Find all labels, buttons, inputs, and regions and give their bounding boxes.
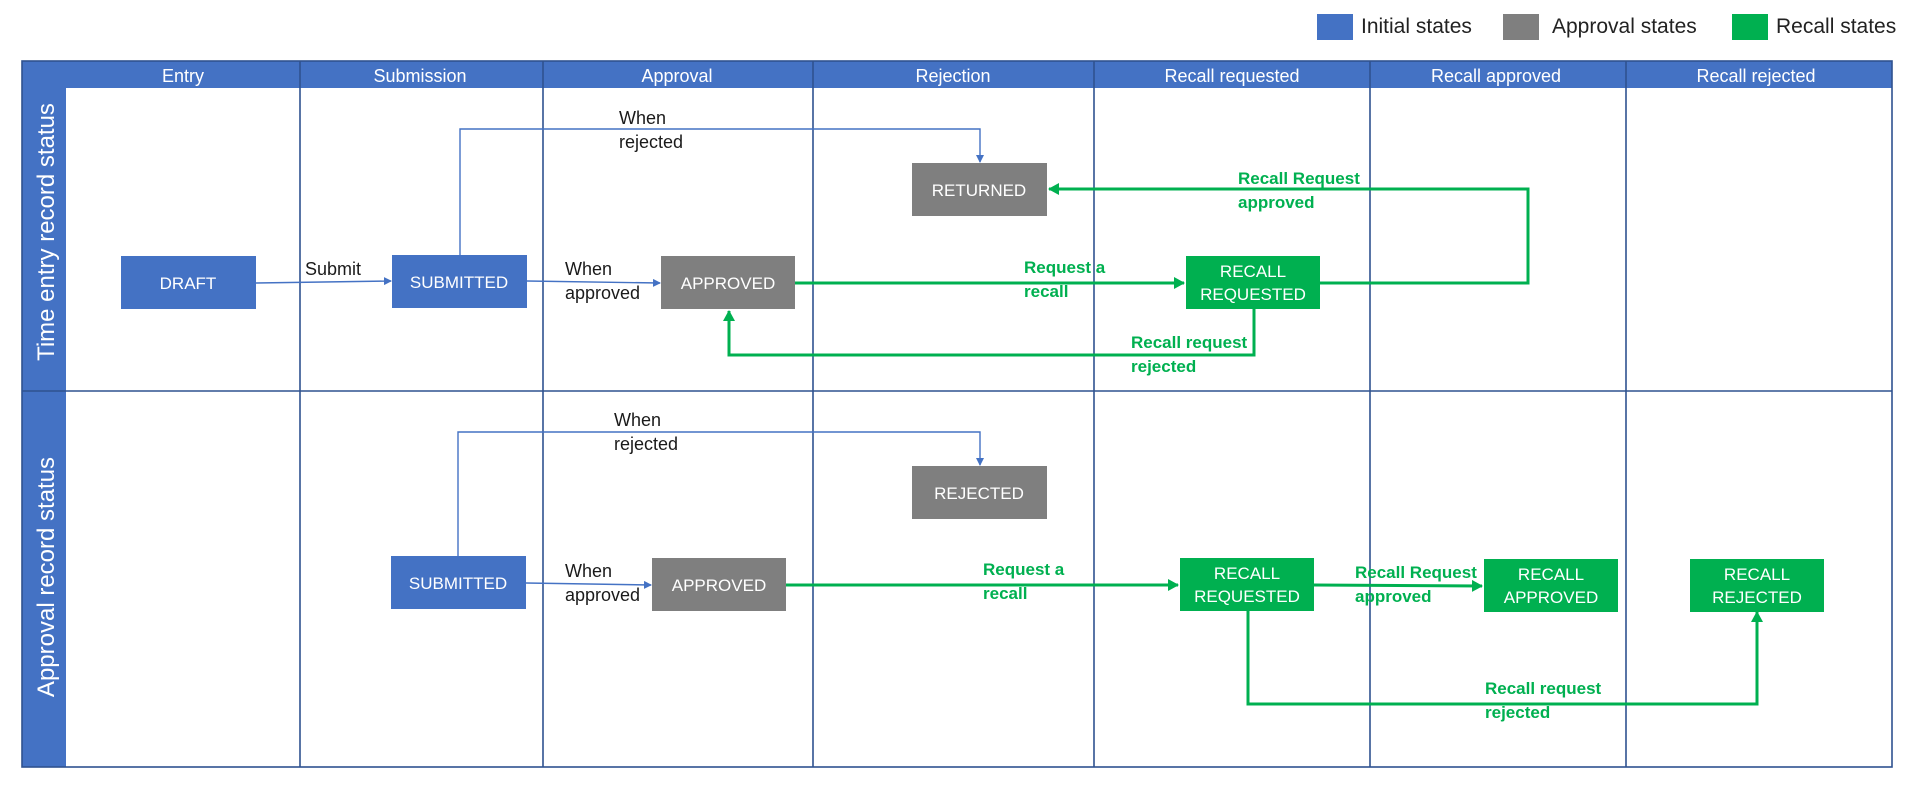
state-recall-requested-label-line-1: RECALL [1220,262,1286,281]
label-recall-approved-line-1: Recall Request [1238,169,1360,188]
state-approved: APPROVED [661,256,795,309]
approval-label-recall-rejected-line-2: rejected [1485,703,1550,722]
approval-state-approved-box [652,558,786,611]
state-returned: RETURNED [912,163,1047,216]
time-entry-labels: Submit When approved When rejected Reque… [305,108,1360,376]
label-when-approved-line-1: When [565,259,612,279]
approval-label-recall-approved-line-2: approved [1355,587,1432,606]
approval-state-recall-approved-label-line-1: RECALL [1518,565,1584,584]
approval-state-submitted-box [391,556,526,609]
approval-state-recall-approved-box [1484,559,1618,612]
label-submit: Submit [305,259,361,279]
column-header-recall-approved: Recall approved [1431,66,1561,86]
approval-state-rejected-label: REJECTED [934,484,1024,503]
legend-swatch-approval [1503,14,1539,40]
approval-label-recall-rejected-line-1: Recall request [1485,679,1602,698]
state-submitted-box [392,255,527,308]
state-recall-requested-box [1186,256,1320,309]
arrow-submitted-to-approved [526,278,661,287]
column-header-approval: Approval [641,66,712,86]
approval-state-recall-requested: RECALL REQUESTED [1180,558,1314,611]
arrow-recall-requested-to-approved [723,309,1256,357]
column-header-submission: Submission [373,66,466,86]
approval-state-recall-rejected: RECALL REJECTED [1690,559,1824,612]
label-recall-rejected-line-1: Recall request [1131,333,1248,352]
approval-label-request-recall-line-2: recall [983,584,1027,603]
row-header-bar [22,61,66,767]
swimlane-outer-border [21,60,1893,768]
approval-label-request-recall-line-1: Request a [983,560,1065,579]
state-returned-box [912,163,1047,216]
approval-state-submitted: SUBMITTED [391,556,526,609]
state-approved-label: APPROVED [681,274,775,293]
column-header-entry: Entry [162,66,204,86]
approval-label-when-approved-line-1: When [565,561,612,581]
arrow-approval-submitted-to-rejected [457,431,984,556]
row-headers: Time entry record status Approval record… [22,61,66,767]
state-returned-label: RETURNED [932,181,1026,200]
approval-record-labels: When approved When rejected Request a re… [565,410,1602,722]
label-recall-approved-line-2: approved [1238,193,1315,212]
column-headers: Entry Submission Approval Rejection Reca… [66,61,1892,88]
approval-label-when-approved-line-2: approved [565,585,640,605]
state-submitted-label: SUBMITTED [410,273,508,292]
arrow-draft-to-submitted [255,277,392,286]
state-submitted: SUBMITTED [392,255,527,308]
approval-state-recall-requested-box [1180,558,1314,611]
approval-state-submitted-label: SUBMITTED [409,574,507,593]
column-header-recall-rejected: Recall rejected [1696,66,1815,86]
row-header-approval-record: Approval record status [33,457,60,697]
arrow-recall-requested-to-returned [1048,183,1530,285]
label-when-approved-line-2: approved [565,283,640,303]
arrow-approval-recall-requested-to-recall-approved [1313,579,1483,592]
approval-state-recall-approved: RECALL APPROVED [1484,559,1618,612]
approval-state-recall-rejected-label-line-1: RECALL [1724,565,1790,584]
label-when-rejected-line-2: rejected [619,132,683,152]
state-approved-box [661,256,795,309]
approval-record-connectors [457,431,1763,706]
legend-label-initial: Initial states [1361,15,1472,38]
legend-label-recall: Recall states [1776,15,1896,38]
arrow-approval-recall-requested-to-recall-rejected [1246,610,1763,706]
approval-state-recall-requested-label-line-1: RECALL [1214,564,1280,583]
column-header-bar [66,61,1892,88]
label-request-recall-line-2: recall [1024,282,1068,301]
label-request-recall-line-1: Request a [1024,258,1106,277]
approval-state-recall-rejected-box [1690,559,1824,612]
approval-state-recall-approved-label-line-2: APPROVED [1504,588,1598,607]
state-draft-box [121,256,256,309]
approval-label-when-rejected-line-1: When [614,410,661,430]
state-draft: DRAFT [121,256,256,309]
legend-swatch-recall [1732,14,1768,40]
approval-state-recall-requested-label-line-2: REQUESTED [1194,587,1300,606]
approval-state-rejected: REJECTED [912,466,1047,519]
state-recall-requested: RECALL REQUESTED [1186,256,1320,309]
approval-label-recall-approved-line-1: Recall Request [1355,563,1477,582]
column-header-recall-requested: Recall requested [1164,66,1299,86]
approval-state-approved: APPROVED [652,558,786,611]
legend-label-approval: Approval states [1552,15,1697,38]
label-recall-rejected-line-2: rejected [1131,357,1196,376]
legend: Initial states Approval states Recall st… [1317,14,1896,40]
state-draft-label: DRAFT [160,274,217,293]
legend-swatch-initial [1317,14,1353,40]
column-header-rejection: Rejection [915,66,990,86]
arrow-approval-submitted-to-approved [525,580,652,589]
arrow-submitted-to-returned [459,128,984,255]
label-when-rejected-line-1: When [619,108,666,128]
row-header-time-entry: Time entry record status [33,103,60,361]
approval-state-rejected-box [912,466,1047,519]
approval-state-recall-rejected-label-line-2: REJECTED [1712,588,1802,607]
swimlane-grid [21,60,1893,768]
time-entry-connectors [255,128,1530,357]
approval-label-when-rejected-line-2: rejected [614,434,678,454]
approval-state-approved-label: APPROVED [672,576,766,595]
state-recall-requested-label-line-2: REQUESTED [1200,285,1306,304]
